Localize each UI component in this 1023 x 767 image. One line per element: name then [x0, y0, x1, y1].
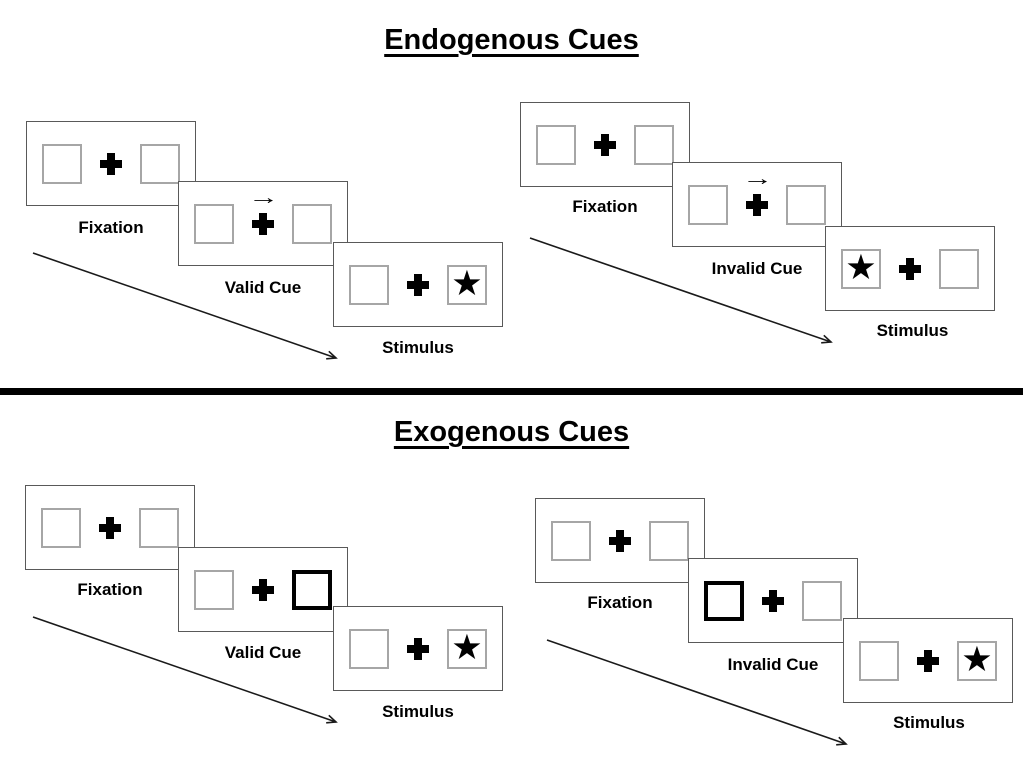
left-box [42, 143, 82, 184]
left-box-with-star: ★ [841, 247, 881, 289]
left-box [859, 640, 899, 681]
section-title-text: Exogenous Cues [393, 416, 630, 448]
section-title-endogenous: Endogenous Cues [0, 24, 1023, 57]
stimulus-panel: ★ [825, 226, 995, 311]
section-title-text: Endogenous Cues [384, 24, 639, 56]
panel-label: Invalid Cue [711, 259, 803, 278]
invalid-cue-panel: → [672, 162, 842, 247]
panel-label: Stimulus [382, 338, 454, 357]
panel-label: Valid Cue [224, 643, 302, 662]
fixation-panel [26, 121, 196, 206]
panel-label: Fixation [572, 197, 638, 216]
left-box [349, 628, 389, 669]
right-box [634, 124, 674, 165]
left-box [194, 569, 234, 610]
right-box [786, 184, 826, 225]
fixation-cross-icon [899, 257, 921, 280]
right-box [140, 143, 180, 184]
fixation-cross-icon [609, 529, 631, 552]
star-icon: ★ [845, 247, 877, 287]
fixation-cross-icon: → [742, 169, 773, 216]
right-box-with-star: ★ [447, 627, 487, 669]
fixation-cross-icon [917, 649, 939, 672]
sequence-arrow [546, 639, 848, 746]
fixation-cross-icon [100, 152, 122, 175]
panel-label: Valid Cue [224, 278, 302, 297]
star-icon: ★ [961, 639, 993, 679]
right-box [292, 203, 332, 244]
panel-label: Stimulus [893, 713, 965, 732]
fixation-cross-icon [99, 516, 121, 539]
fixation-panel [25, 485, 195, 570]
fixation-cross-icon [252, 578, 274, 601]
panel-label: Fixation [77, 580, 143, 599]
sequence-arrow [32, 252, 338, 360]
fixation-panel [535, 498, 705, 583]
right-box [649, 520, 689, 561]
right-box [139, 507, 179, 548]
right-box [939, 248, 979, 289]
left-box [536, 124, 576, 165]
panel-label: Stimulus [876, 321, 949, 340]
right-box [802, 580, 842, 621]
section-divider [0, 388, 1023, 395]
right-box-with-star: ★ [447, 263, 487, 305]
left-box-highlighted [704, 580, 744, 621]
left-box [194, 203, 234, 244]
right-arrow-icon: → [742, 167, 773, 190]
left-box [349, 264, 389, 305]
fixation-cross-icon [407, 637, 429, 660]
star-icon: ★ [451, 627, 483, 667]
left-box [551, 520, 591, 561]
section-title-exogenous: Exogenous Cues [0, 416, 1023, 449]
fixation-cross-icon [594, 133, 616, 156]
panel-label: Stimulus [382, 702, 454, 721]
fixation-cross-icon [762, 589, 784, 612]
fixation-cross-icon: → [248, 188, 279, 235]
left-box [41, 507, 81, 548]
stimulus-panel: ★ [333, 242, 503, 327]
sequence-arrow [529, 237, 833, 344]
panel-label: Invalid Cue [727, 655, 819, 674]
right-arrow-icon: → [248, 186, 279, 209]
stimulus-panel: ★ [843, 618, 1013, 703]
valid-cue-panel: → [178, 181, 348, 266]
stimulus-panel: ★ [333, 606, 503, 691]
panel-label: Fixation [587, 593, 653, 612]
fixation-cross-icon [407, 273, 429, 296]
star-icon: ★ [451, 263, 483, 303]
left-box [688, 184, 728, 225]
sequence-arrow [32, 616, 338, 724]
fixation-panel [520, 102, 690, 187]
invalid-cue-panel [688, 558, 858, 643]
right-box-with-star: ★ [957, 639, 997, 681]
right-box-highlighted [292, 569, 332, 610]
valid-cue-panel [178, 547, 348, 632]
panel-label: Fixation [78, 218, 144, 237]
